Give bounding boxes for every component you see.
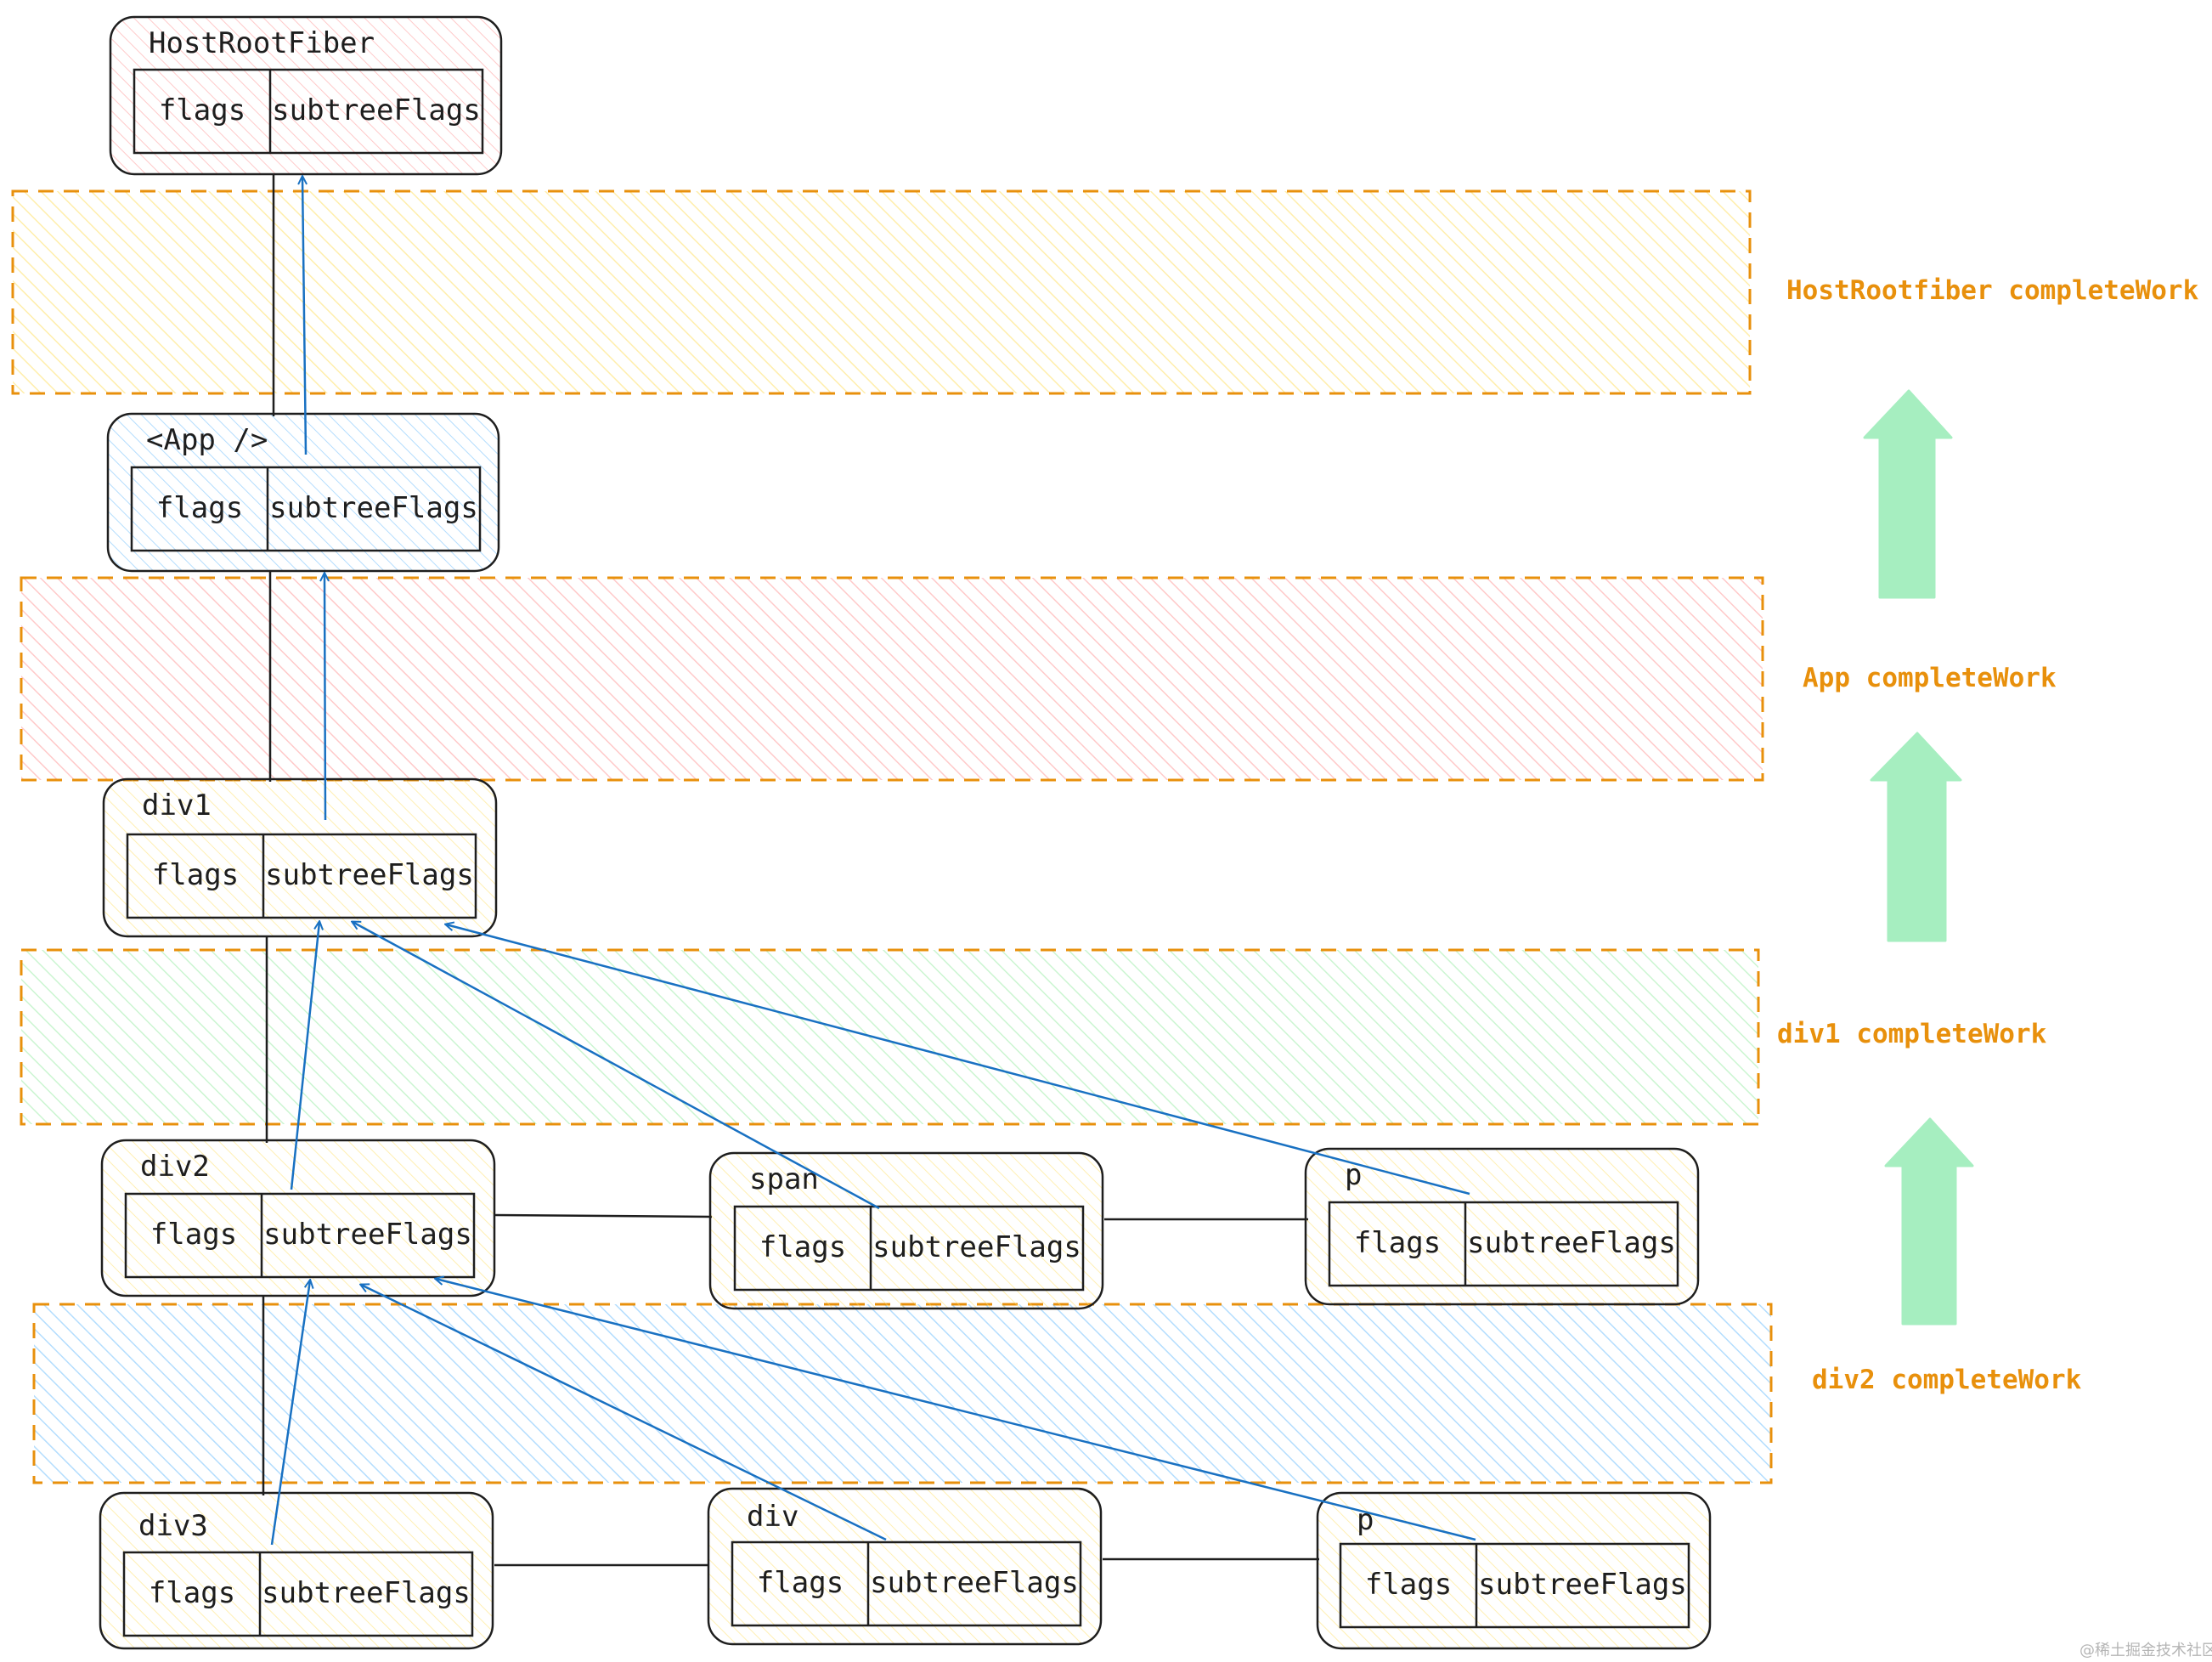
arrow-div-to-div2 [361, 1285, 887, 1541]
node-title: div3 [138, 1509, 208, 1543]
flags-cell: flags [757, 1566, 844, 1600]
arrow-span-to-div1 [353, 922, 880, 1210]
node-title: <App /> [146, 423, 268, 457]
subtree-flags-cell: subtreeFlags [870, 1566, 1079, 1600]
flags-cell: flags [159, 93, 245, 127]
flags-cell: flags [1365, 1568, 1452, 1602]
up-arrow-icon [1884, 1117, 1974, 1326]
phase-band-app [20, 576, 1764, 782]
node-div1: div1 flags subtreeFlags [102, 777, 498, 938]
node-title: div1 [142, 789, 212, 823]
subtree-flags-cell: subtreeFlags [262, 1576, 471, 1610]
node-div: div flags subtreeFlags [707, 1487, 1103, 1646]
node-title: div [747, 1500, 798, 1534]
node-div2: div2 flags subtreeFlags [100, 1139, 496, 1297]
arrow-p-to-div2 [436, 1279, 1476, 1541]
subtree-flags-cell: subtreeFlags [872, 1230, 1081, 1264]
phase-label-host-root: HostRootfiber completeWork [1786, 275, 2199, 306]
phase-label-div2: div2 completeWork [1812, 1365, 2082, 1395]
flags-cell: flags [156, 491, 243, 525]
phase-label-div1: div1 completeWork [1777, 1019, 2047, 1049]
subtree-flags-cell: subtreeFlags [1478, 1568, 1687, 1602]
phase-band-div1 [20, 948, 1760, 1126]
arrow-app-to-root [302, 177, 306, 455]
up-arrow-icon [1870, 732, 1962, 942]
subtree-flag-arrows [270, 177, 1476, 1546]
node-title: p [1357, 1503, 1374, 1537]
watermark-text: @稀土掘金技术社区 [2079, 1642, 2212, 1659]
flags-cell: flags [759, 1230, 846, 1264]
arrow-p-to-div1 [446, 924, 1470, 1196]
flags-cell: flags [152, 858, 239, 892]
node-host-root-fiber: HostRootFiber flags subtreeFlags [109, 15, 503, 176]
node-span: span flags subtreeFlags [708, 1151, 1104, 1310]
node-p-leaf: p flags subtreeFlags [1316, 1491, 1712, 1650]
node-app: <App /> flags subtreeFlags [106, 412, 500, 573]
up-arrow-icon [1863, 389, 1953, 599]
node-title: p [1345, 1158, 1362, 1192]
node-div3: div3 flags subtreeFlags [99, 1491, 494, 1650]
node-title: HostRootFiber [149, 26, 375, 60]
node-title: span [749, 1162, 819, 1196]
subtree-flags-cell: subtreeFlags [1467, 1226, 1676, 1260]
phase-label-app: App completeWork [1803, 663, 2057, 693]
flags-cell: flags [150, 1218, 237, 1252]
arrow-div1-to-app [324, 574, 325, 821]
subtree-flags-cell: subtreeFlags [265, 858, 474, 892]
subtree-flags-cell: subtreeFlags [272, 93, 481, 127]
subtree-flags-cell: subtreeFlags [269, 491, 478, 525]
tree-connectors [262, 174, 1319, 1567]
node-p-sibling: p flags subtreeFlags [1304, 1147, 1700, 1306]
phase-band-div2 [32, 1303, 1773, 1484]
arrow-div3-to-div2 [270, 1280, 310, 1546]
arrow-div2-to-div1 [290, 922, 319, 1190]
subtree-flags-cell: subtreeFlags [263, 1218, 472, 1252]
flags-cell: flags [149, 1576, 235, 1610]
progress-arrows [1863, 389, 1974, 1326]
flags-cell: flags [1354, 1226, 1441, 1260]
node-title: div2 [140, 1150, 210, 1184]
